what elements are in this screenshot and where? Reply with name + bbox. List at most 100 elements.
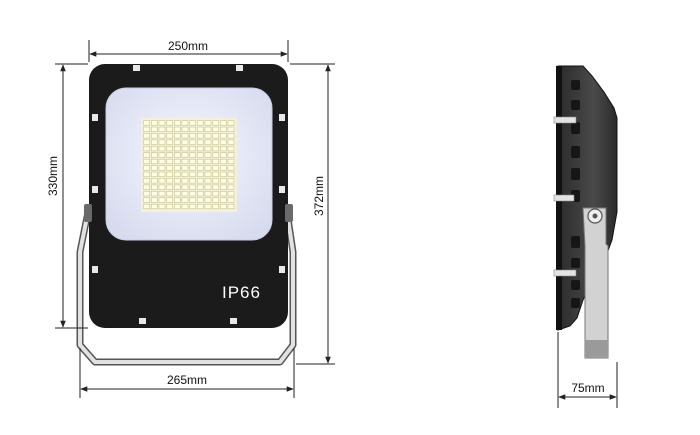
led-chip: [197, 171, 204, 177]
led-chip: [143, 178, 150, 184]
led-chip: [143, 197, 150, 203]
led-chip: [143, 126, 150, 132]
led-chip: [181, 203, 189, 210]
side-bracket-arm: [582, 207, 609, 359]
led-chip: [227, 178, 235, 184]
led-chip: [158, 152, 166, 158]
led-chip: [181, 139, 189, 145]
led-chip: [174, 133, 181, 139]
led-chip: [227, 126, 235, 132]
led-chip: [166, 120, 173, 126]
led-chip: [197, 178, 204, 184]
led-chip: [158, 191, 166, 197]
led-chip: [220, 191, 227, 197]
led-chip: [151, 158, 158, 165]
led-chip: [220, 171, 227, 177]
led-chip: [197, 146, 204, 152]
led-chip: [174, 184, 181, 190]
led-chip: [151, 146, 158, 152]
led-chip: [174, 178, 181, 184]
front-dimensions: [55, 40, 335, 398]
led-chip: [212, 178, 219, 184]
led-chip: [212, 126, 219, 132]
led-chip: [227, 184, 235, 190]
led-chip: [197, 120, 204, 126]
led-chip: [227, 139, 235, 145]
side-view: [553, 65, 618, 359]
led-chip: [151, 133, 158, 139]
led-chip: [166, 191, 173, 197]
led-chip: [166, 126, 173, 132]
led-chip: [204, 184, 212, 190]
led-chip: [189, 146, 196, 152]
led-chip: [189, 158, 196, 165]
led-chip: [143, 139, 150, 145]
led-chip: [227, 191, 235, 197]
led-chip: [204, 197, 212, 203]
led-chip: [220, 184, 227, 190]
led-chip: [143, 152, 150, 158]
led-chip: [204, 191, 212, 197]
led-chip: [212, 165, 219, 171]
led-chip: [204, 165, 212, 171]
led-chip: [158, 165, 166, 171]
led-chip: [166, 158, 173, 165]
led-chip: [189, 120, 196, 126]
led-chip: [166, 139, 173, 145]
led-chip: [143, 120, 150, 126]
led-chip: [220, 133, 227, 139]
led-chip: [197, 133, 204, 139]
led-chip: [158, 146, 166, 152]
led-chip: [197, 152, 204, 158]
led-chip: [204, 139, 212, 145]
led-chip: [174, 158, 181, 165]
led-chip: [143, 171, 150, 177]
led-chip: [220, 152, 227, 158]
led-chip: [158, 158, 166, 165]
led-chip: [174, 191, 181, 197]
led-chip: [204, 158, 212, 165]
led-chip: [158, 171, 166, 177]
led-chip: [166, 184, 173, 190]
led-chip: [227, 171, 235, 177]
led-chip: [166, 197, 173, 203]
led-chip: [143, 146, 150, 152]
led-chip: [220, 139, 227, 145]
led-chip: [197, 203, 204, 210]
led-chip: [143, 184, 150, 190]
led-chip: [181, 120, 189, 126]
dim-label-depth: 75mm: [571, 381, 604, 395]
dim-label-width: 250mm: [168, 39, 208, 53]
mounting-bracket-inner: [78, 211, 295, 364]
led-chip: [174, 203, 181, 210]
led-chip: [212, 152, 219, 158]
led-chip: [212, 133, 219, 139]
led-chip: [227, 165, 235, 171]
led-chip: [166, 203, 173, 210]
led-chip: [212, 184, 219, 190]
side-dimension: [557, 332, 618, 408]
side-fins: [571, 80, 580, 308]
led-chip: [189, 184, 196, 190]
led-chip: [227, 120, 235, 126]
led-chip: [143, 133, 150, 139]
led-chip: [166, 133, 173, 139]
led-chip: [197, 139, 204, 145]
led-chip: [212, 191, 219, 197]
led-chip: [204, 126, 212, 132]
led-chip: [220, 158, 227, 165]
led-chip: [181, 197, 189, 203]
led-chip: [220, 126, 227, 132]
led-chip: [197, 191, 204, 197]
led-chip: [158, 133, 166, 139]
led-chip: [227, 146, 235, 152]
led-chip: [151, 171, 158, 177]
dim-label-total-height: 372mm: [312, 176, 326, 216]
dim-label-body-height: 330mm: [46, 156, 60, 196]
led-chip: [174, 120, 181, 126]
led-chip: [204, 203, 212, 210]
led-chip: [166, 178, 173, 184]
led-chip: [227, 203, 235, 210]
led-chip: [189, 133, 196, 139]
led-chip: [212, 171, 219, 177]
